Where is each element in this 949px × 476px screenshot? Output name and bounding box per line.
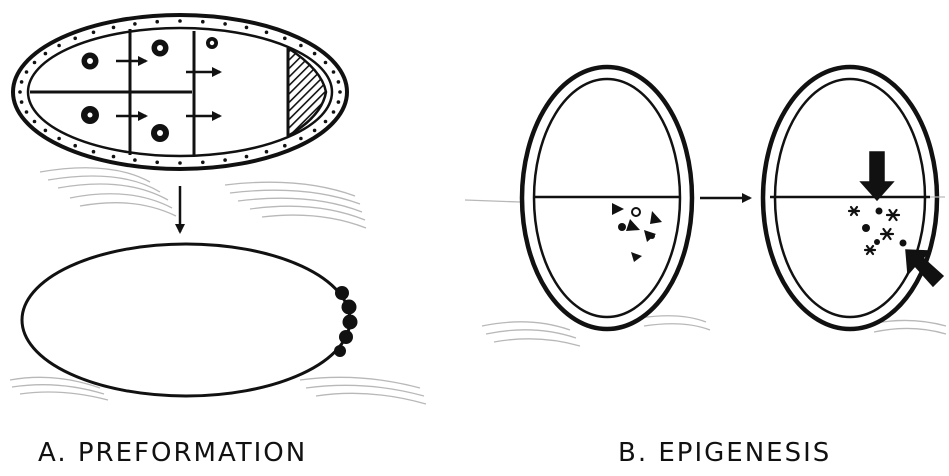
membrane-dot bbox=[265, 31, 269, 35]
membrane-dot bbox=[245, 26, 249, 30]
membrane-dot bbox=[92, 150, 96, 154]
membrane-dot bbox=[57, 44, 61, 48]
membrane-dot bbox=[223, 22, 227, 26]
membrane-dot bbox=[265, 150, 269, 154]
membrane-dot bbox=[313, 52, 317, 56]
membrane-dot bbox=[112, 26, 116, 30]
membrane-dot bbox=[299, 44, 303, 48]
membrane-dot bbox=[324, 120, 328, 124]
preformation-caption: A. PREFORMATION bbox=[38, 438, 307, 468]
membrane-dot bbox=[201, 161, 205, 165]
membrane-dot bbox=[44, 129, 48, 133]
membrane-dot bbox=[337, 80, 341, 84]
membrane-dot bbox=[332, 70, 336, 74]
membrane-dot bbox=[33, 61, 37, 65]
membrane-dot bbox=[299, 137, 303, 141]
membrane-dot bbox=[92, 31, 96, 35]
membrane-dot bbox=[73, 144, 77, 148]
membrane-dot bbox=[337, 100, 341, 104]
epigenesis-caption: B. EPIGENESIS bbox=[618, 438, 831, 468]
membrane-dot bbox=[33, 120, 37, 124]
membrane-dot bbox=[25, 110, 29, 114]
preformation-panel bbox=[10, 15, 426, 404]
membrane-dot bbox=[313, 129, 317, 133]
egg-after bbox=[763, 67, 945, 329]
membrane-dot bbox=[245, 155, 249, 159]
membrane-dot bbox=[44, 52, 48, 56]
membrane-dot bbox=[20, 80, 24, 84]
membrane-dot bbox=[20, 100, 24, 104]
membrane-dot bbox=[178, 19, 182, 23]
membrane-dot bbox=[57, 137, 61, 141]
membrane-dot bbox=[25, 70, 29, 74]
membrane-dot bbox=[201, 20, 205, 24]
membrane-dot bbox=[133, 158, 137, 162]
membrane-dot bbox=[338, 90, 342, 94]
membrane-dot bbox=[223, 158, 227, 162]
membrane-dot bbox=[112, 155, 116, 159]
membrane-dot bbox=[18, 90, 22, 94]
compartment-embryo bbox=[13, 15, 347, 169]
membrane-dot bbox=[155, 20, 159, 24]
membrane-dot bbox=[155, 161, 159, 165]
egg-before bbox=[522, 67, 692, 329]
membrane-dot bbox=[324, 61, 328, 65]
single-cell-ellipse bbox=[22, 244, 358, 396]
membrane-dot bbox=[332, 110, 336, 114]
membrane-dot bbox=[283, 37, 287, 41]
epigenesis-panel bbox=[465, 67, 946, 346]
membrane-dot bbox=[133, 22, 137, 26]
membrane-dot bbox=[178, 161, 182, 165]
membrane-dot bbox=[283, 144, 287, 148]
membrane-dot bbox=[73, 37, 77, 41]
